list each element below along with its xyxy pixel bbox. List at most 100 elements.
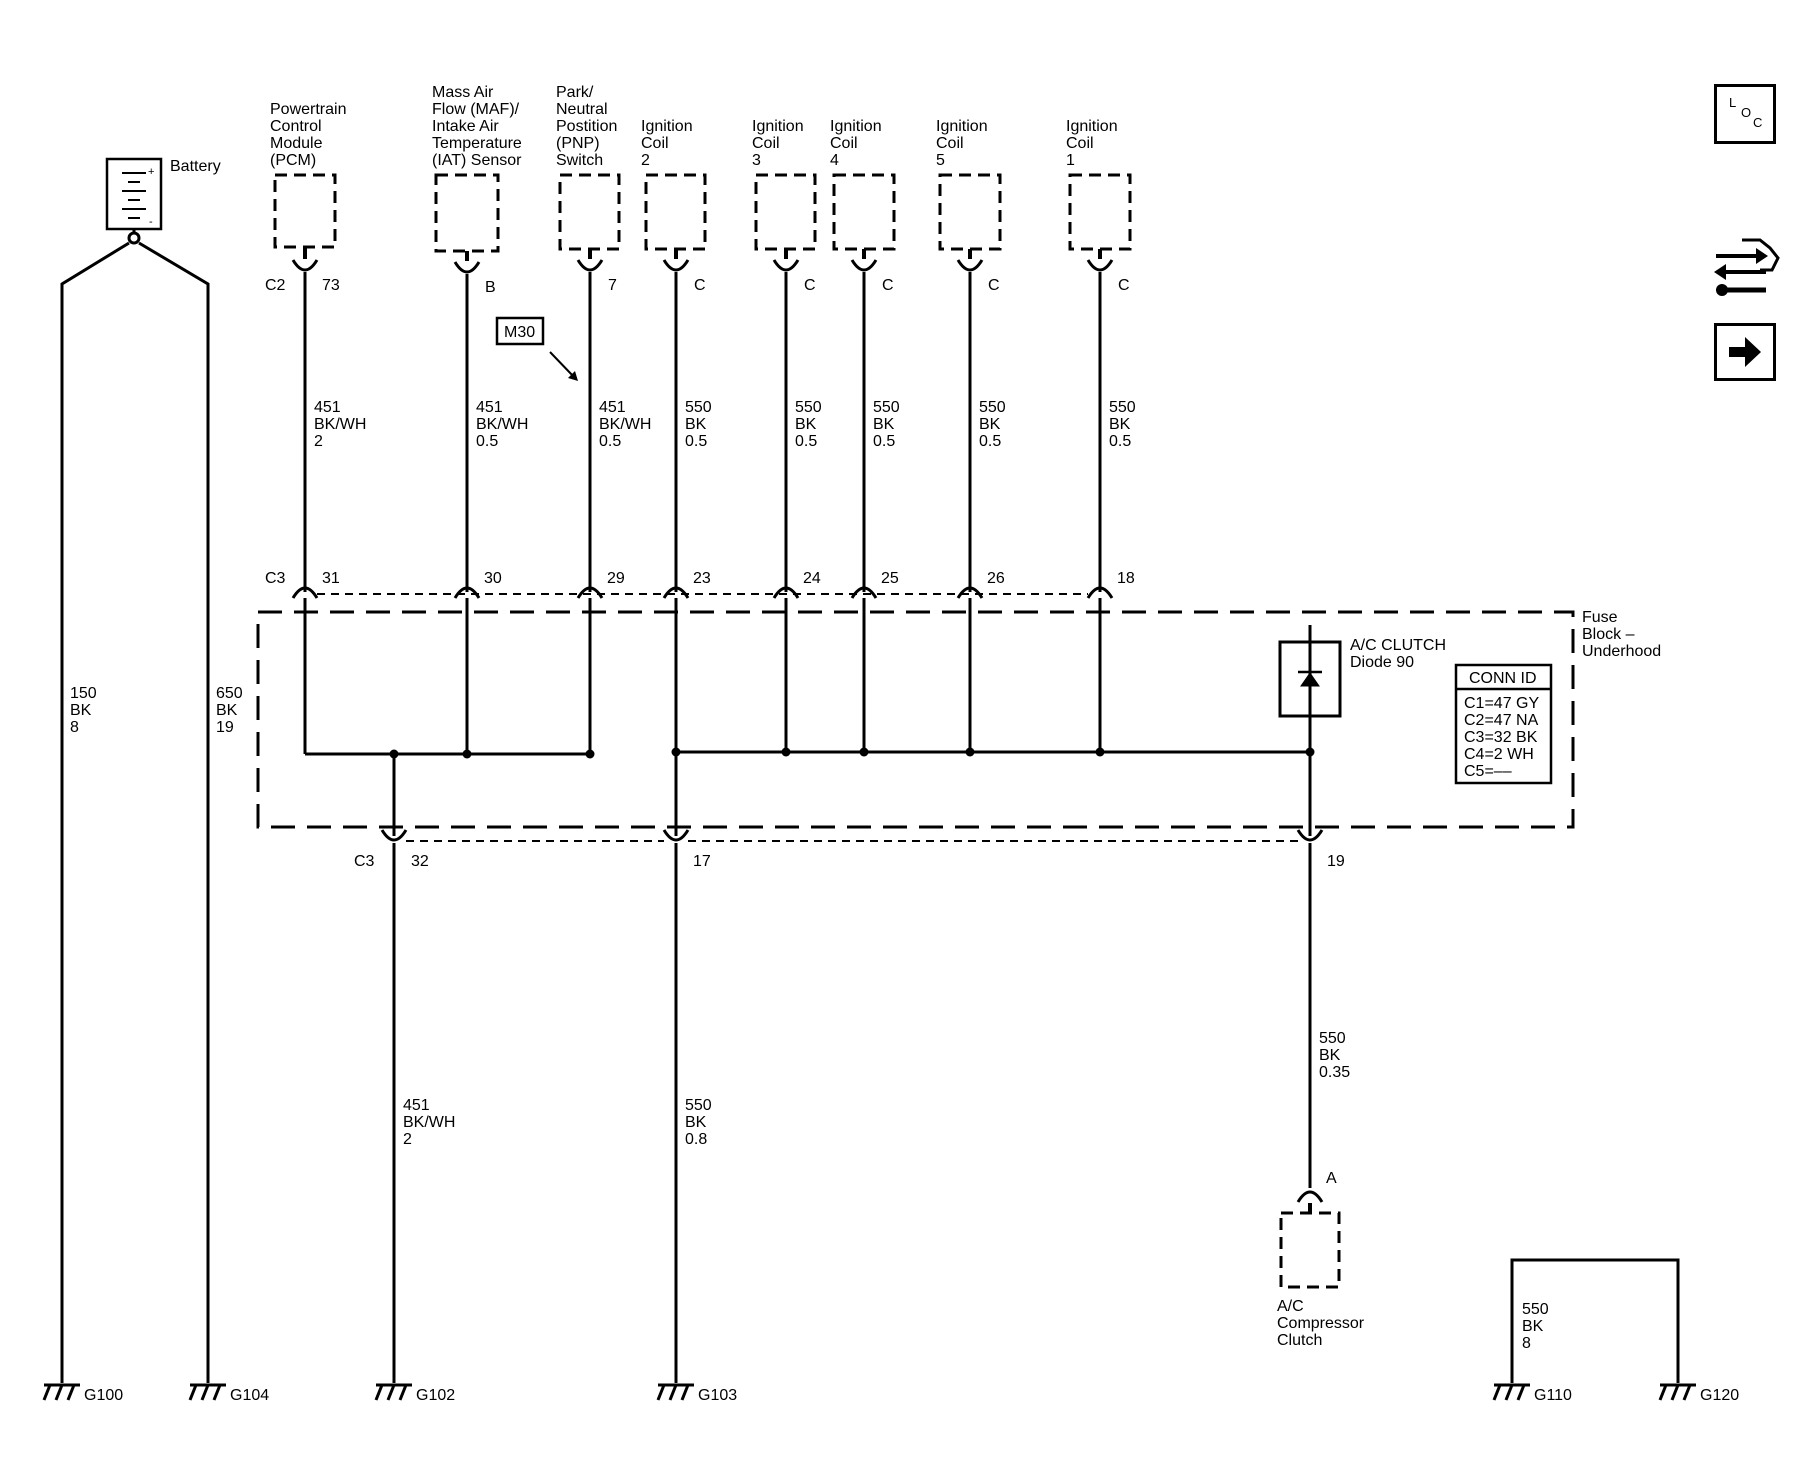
c3-pin-18: 18 [1117, 570, 1135, 587]
ignition-coil-3-label: Ignition Coil 3 [752, 118, 804, 169]
svg-text:Coil: Coil [1066, 135, 1094, 152]
svg-text:BK: BK [795, 416, 817, 433]
battery-plus: + [148, 166, 154, 178]
wire-label-maf: 451 BK/WH 0.5 [476, 399, 528, 450]
svg-text:550: 550 [685, 399, 712, 416]
ground-g104-symbol [188, 1383, 226, 1401]
svg-text:BK/WH: BK/WH [476, 416, 528, 433]
maf-pin-label: B [485, 279, 496, 296]
svg-text:Clutch: Clutch [1277, 1332, 1322, 1349]
svg-text:Underhood: Underhood [1582, 643, 1661, 660]
ignition-coil-1-box [1068, 173, 1132, 251]
svg-text:A/C: A/C [1277, 1298, 1304, 1315]
c3-pin-32: 32 [411, 853, 429, 870]
ignition-coil-1-label: Ignition Coil 1 [1066, 118, 1118, 169]
c3-pin-26: 26 [987, 570, 1005, 587]
pcm-connector-label: C2 [265, 277, 286, 294]
svg-text:Switch: Switch [556, 152, 603, 169]
svg-text:0.5: 0.5 [795, 433, 817, 450]
svg-text:Ignition: Ignition [752, 118, 804, 135]
loc-letter-c: C [1753, 115, 1763, 130]
next-page-button[interactable] [1714, 323, 1776, 381]
pcm-pin-label: 73 [322, 277, 340, 294]
c3-pin-17: 17 [693, 853, 711, 870]
svg-text:0.35: 0.35 [1319, 1064, 1350, 1081]
conn-id-row-c3: C3=32 BK [1464, 729, 1538, 746]
svg-text:451: 451 [599, 399, 626, 416]
svg-text:Mass Air: Mass Air [432, 84, 494, 101]
svg-text:2: 2 [403, 1131, 412, 1148]
ground-label-g103: G103 [698, 1387, 737, 1404]
svg-text:Control: Control [270, 118, 322, 135]
svg-text:BK: BK [70, 702, 92, 719]
wire-label-pnp: 451 BK/WH 0.5 [599, 399, 651, 450]
svg-text:BK/WH: BK/WH [314, 416, 366, 433]
svg-text:Flow (MAF)/: Flow (MAF)/ [432, 101, 520, 118]
c3-pin-29: 29 [607, 570, 625, 587]
wire-label-coil5: 550 BK 0.5 [979, 399, 1006, 450]
svg-text:(PNP): (PNP) [556, 135, 600, 152]
svg-text:Powertrain: Powertrain [270, 101, 346, 118]
fuse-block-underhood [256, 610, 1575, 829]
svg-text:3: 3 [752, 152, 761, 169]
ac-compressor-clutch-label: A/C Compressor Clutch [1277, 1298, 1365, 1349]
arrow-right-icon [1729, 337, 1761, 367]
svg-text:Coil: Coil [752, 135, 780, 152]
c3-pin-19: 19 [1327, 853, 1345, 870]
wire-label-pcm: 451 BK/WH 2 [314, 399, 366, 450]
loc-letter-l: L [1729, 95, 1737, 110]
battery-minus: - [149, 216, 153, 228]
m30-reference-box [495, 316, 545, 346]
c3-pin-23: 23 [693, 570, 711, 587]
svg-text:Ignition: Ignition [830, 118, 882, 135]
wire-label-coil3: 550 BK 0.5 [795, 399, 822, 450]
pcm-box [273, 173, 337, 249]
svg-text:0.5: 0.5 [599, 433, 621, 450]
svg-text:(PCM): (PCM) [270, 152, 316, 169]
wire-label-battery-right: 650 BK 19 [216, 685, 243, 736]
ignition-coil-2-label: Ignition Coil 2 [641, 118, 693, 169]
ground-g110-symbol [1492, 1383, 1530, 1401]
c3-pin-30: 30 [484, 570, 502, 587]
wire-label-g102: 451 BK/WH 2 [403, 1097, 455, 1148]
ignition-coil-2-box [644, 173, 707, 251]
ac-compressor-clutch-box [1279, 1211, 1341, 1289]
svg-text:BK/WH: BK/WH [599, 416, 651, 433]
ground-g103-symbol [656, 1383, 694, 1401]
ground-label-g120: G120 [1700, 1387, 1739, 1404]
svg-text:550: 550 [685, 1097, 712, 1114]
wire-label-coil1: 550 BK 0.5 [1109, 399, 1136, 450]
svg-text:BK: BK [1319, 1047, 1341, 1064]
svg-text:0.5: 0.5 [685, 433, 707, 450]
svg-text:451: 451 [403, 1097, 430, 1114]
svg-text:Coil: Coil [936, 135, 964, 152]
ground-g120-symbol [1658, 1383, 1696, 1401]
ignition-coil-3-box [754, 173, 817, 251]
maf-sensor-box [434, 173, 500, 253]
coil1-pin-label: C [1118, 277, 1130, 294]
wire-label-g110: 550 BK 8 [1522, 1301, 1549, 1352]
svg-text:Postition: Postition [556, 118, 617, 135]
svg-text:550: 550 [873, 399, 900, 416]
ground-label-g102: G102 [416, 1387, 455, 1404]
svg-text:550: 550 [795, 399, 822, 416]
svg-text:Temperature: Temperature [432, 135, 522, 152]
c3-pin-24: 24 [803, 570, 821, 587]
svg-text:550: 550 [979, 399, 1006, 416]
connector-end-view-button[interactable] [1712, 236, 1780, 306]
svg-text:Module: Module [270, 135, 323, 152]
pnp-switch-box [558, 173, 621, 251]
svg-text:Coil: Coil [830, 135, 858, 152]
ignition-coil-5-label: Ignition Coil 5 [936, 118, 988, 169]
svg-text:550: 550 [1522, 1301, 1549, 1318]
conn-id-row-c5: C5=–– [1464, 763, 1512, 780]
ground-label-g104: G104 [230, 1387, 269, 1404]
wire-label-coil2: 550 BK 0.5 [685, 399, 712, 450]
svg-text:A/C CLUTCH: A/C CLUTCH [1350, 637, 1446, 654]
location-button[interactable]: L O C [1714, 84, 1776, 144]
svg-text:Neutral: Neutral [556, 101, 608, 118]
coil5-pin-label: C [988, 277, 1000, 294]
svg-text:Compressor: Compressor [1277, 1315, 1365, 1332]
svg-text:150: 150 [70, 685, 97, 702]
